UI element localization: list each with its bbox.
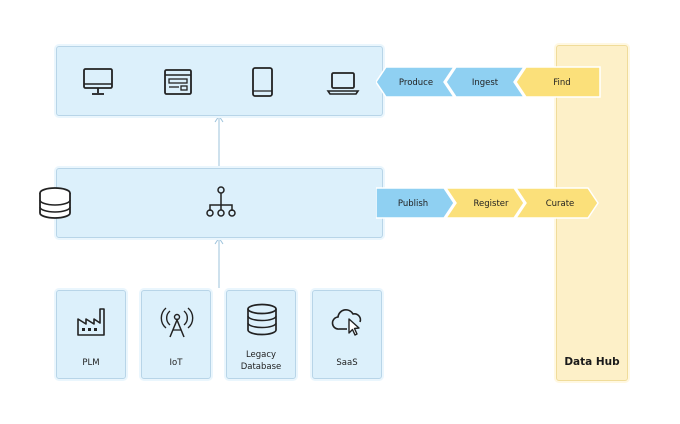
tablet-icon bbox=[252, 67, 273, 97]
database-icon bbox=[247, 303, 277, 336]
integration-panel bbox=[56, 168, 383, 238]
top-chevron-flow: Produce Ingest Find bbox=[376, 66, 601, 98]
laptop-icon bbox=[326, 72, 360, 95]
chevron-produce bbox=[376, 66, 456, 98]
middle-chevron-flow: Publish Register Curate bbox=[376, 187, 599, 219]
cloud-cursor-icon bbox=[331, 309, 362, 336]
chevron-register-label: Register bbox=[474, 199, 510, 209]
chevron-find-label: Find bbox=[553, 78, 570, 88]
chevron-curate bbox=[514, 187, 599, 219]
source-iot-label: IoT bbox=[169, 358, 183, 368]
chevron-find bbox=[515, 66, 601, 98]
database-icon bbox=[39, 187, 71, 219]
data-hub-label: Data Hub bbox=[564, 356, 620, 368]
source-legacy-database: Legacy Database bbox=[226, 290, 296, 379]
chevron-ingest bbox=[445, 66, 526, 98]
source-saas: SaaS bbox=[312, 290, 382, 379]
source-plm: PLM bbox=[56, 290, 126, 379]
chevron-ingest-label: Ingest bbox=[472, 78, 499, 88]
chevron-publish-label: Publish bbox=[398, 199, 428, 209]
consumers-panel bbox=[56, 46, 383, 116]
source-iot: IoT bbox=[141, 290, 211, 379]
chevron-register bbox=[444, 187, 525, 219]
chevron-produce-label: Produce bbox=[399, 78, 433, 88]
monitor-icon bbox=[83, 68, 113, 95]
hierarchy-icon bbox=[206, 186, 236, 217]
chevron-curate-label: Curate bbox=[546, 199, 575, 209]
source-legacy-database-label: Legacy Database bbox=[240, 350, 282, 372]
source-saas-label: SaaS bbox=[336, 358, 358, 368]
factory-icon bbox=[77, 308, 105, 336]
antenna-icon bbox=[160, 307, 194, 338]
source-plm-label: PLM bbox=[82, 358, 100, 368]
browser-window-icon bbox=[164, 69, 192, 95]
chevron-publish bbox=[376, 187, 455, 219]
